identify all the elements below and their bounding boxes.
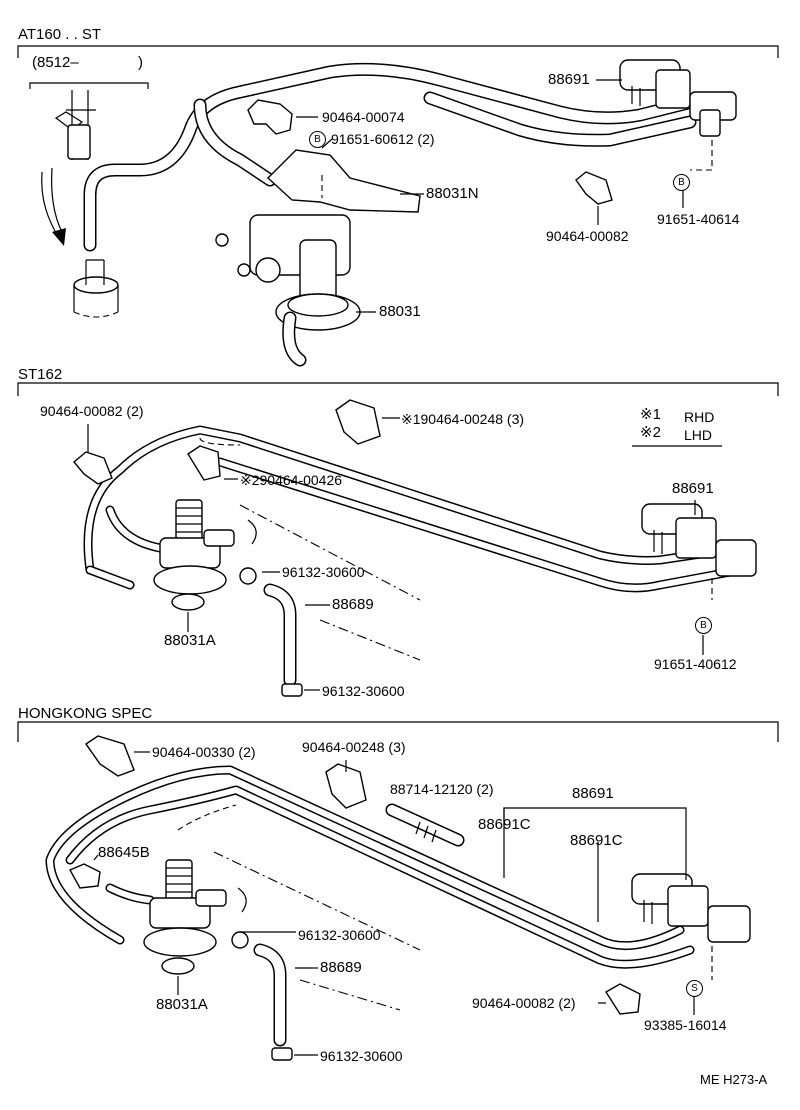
section-frame-st162 (17, 382, 779, 396)
part-label-90464-00248: 90464-00248 (3) (302, 739, 406, 755)
part-label-90464-00082: 90464-00082 (546, 228, 629, 244)
part-label-90464-00426: ※290464-00426 (240, 472, 343, 488)
section-frame-hongkong (17, 721, 779, 742)
stud-badge-s: S (686, 980, 703, 997)
part-label-88691C-left: 88691C (478, 816, 531, 833)
section-title-hongkong: HONGKONG SPEC (18, 705, 153, 722)
legend-mark-2: ※2 (640, 424, 661, 441)
part-label-93385-16014: 93385-16014 (644, 1017, 727, 1033)
date-note: (8512– (32, 54, 79, 71)
figure-code: ME H273-A (700, 1072, 768, 1087)
date-note-close: ) (138, 54, 143, 71)
legend-text-lhd: LHD (684, 427, 713, 443)
part-label-88645B: 88645B (98, 844, 150, 861)
section3-drawing (45, 735, 751, 1061)
part-label-88691: 88691 (572, 785, 614, 802)
bolt-badge-b: B (673, 174, 690, 191)
part-label-88031: 88031 (379, 303, 421, 320)
part-label-88689: 88689 (332, 596, 374, 613)
part-label-88689: 88689 (320, 959, 362, 976)
part-label-88031A: 88031A (164, 632, 216, 649)
part-label-91651-40612: 91651-40612 (654, 656, 737, 672)
part-label-88714-12120: 88714-12120 (2) (390, 781, 494, 797)
section1-drawing (41, 59, 737, 367)
section-title-st162: ST162 (18, 366, 63, 383)
section-frame-at160 (17, 45, 779, 89)
part-label-91651-60612: 91651-60612 (2) (331, 131, 435, 147)
part-label-90464-00082: 90464-00082 (2) (472, 995, 576, 1011)
part-label-90464-00082: 90464-00082 (2) (40, 403, 144, 419)
part-label-90464-00074: 90464-00074 (322, 109, 405, 125)
legend-mark-1: ※1 (640, 406, 661, 423)
part-label-91651-40614: 91651-40614 (657, 211, 740, 227)
part-label-96132-30600: 96132-30600 (282, 564, 365, 580)
part-label-96132-30600: 96132-30600 (322, 683, 405, 699)
part-label-88031A: 88031A (156, 996, 208, 1013)
legend-text-rhd: RHD (684, 409, 715, 425)
part-label-96132-30600: 96132-30600 (320, 1048, 403, 1064)
part-label-88691C-right: 88691C (570, 832, 623, 849)
section2-drawing (73, 399, 757, 697)
part-label-88691: 88691 (548, 71, 590, 88)
part-label-96132-30600: 96132-30600 (298, 927, 381, 943)
bolt-badge-b: B (309, 131, 326, 148)
section-title-at160: AT160 . . ST (18, 26, 102, 43)
part-label-88031N: 88031N (426, 185, 479, 202)
part-label-90464-00248: ※190464-00248 (3) (401, 411, 525, 427)
part-label-90464-00330: 90464-00330 (2) (152, 744, 256, 760)
part-label-88691: 88691 (672, 480, 714, 497)
bolt-badge-b: B (695, 617, 712, 634)
